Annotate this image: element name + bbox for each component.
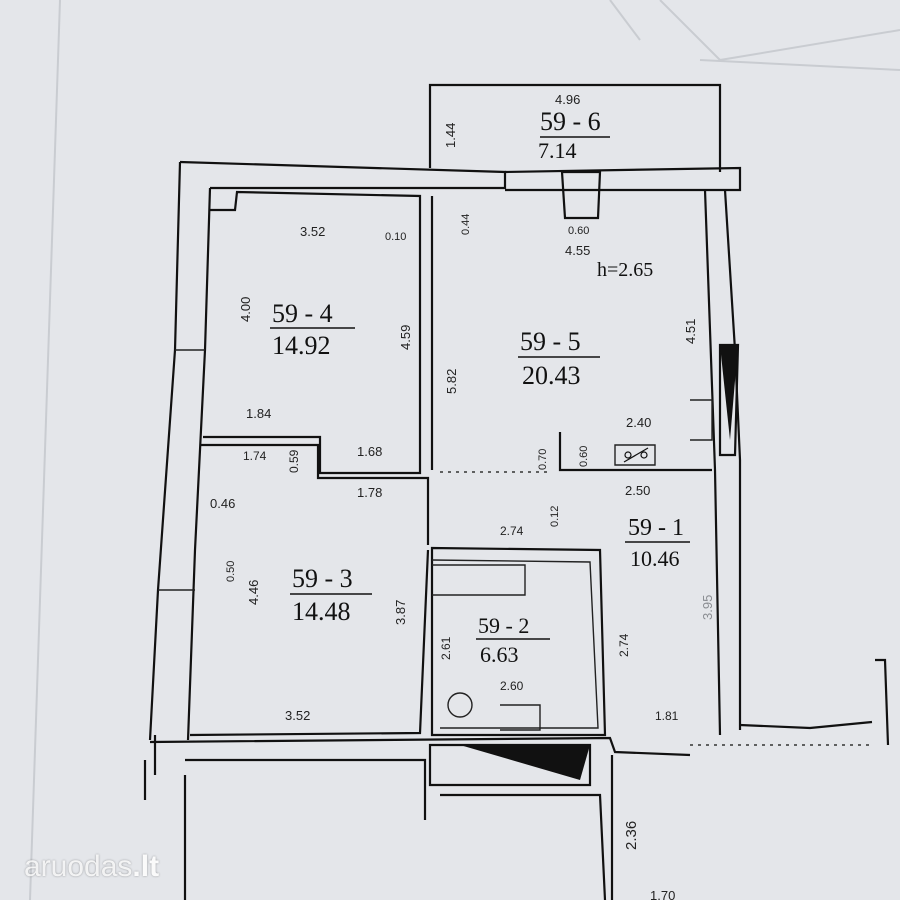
stair-fill — [460, 745, 590, 780]
dim-label: 1.84 — [246, 406, 271, 421]
dim-label: 3.52 — [285, 708, 310, 723]
watermark-name: aruodas — [24, 850, 133, 883]
dim-label: 1.78 — [357, 485, 382, 500]
walls — [143, 83, 890, 900]
dim-label: 2.74 — [500, 524, 524, 538]
dim-label: 2.36 — [623, 821, 640, 850]
watermark-tld: .lt — [132, 850, 160, 883]
room-area: 6.63 — [480, 642, 519, 667]
room-59-4: 59 - 4 14.92 — [270, 299, 355, 360]
dim-label: 3.95 — [700, 595, 715, 620]
dim-label: 2.74 — [617, 633, 631, 657]
dim-label: 1.70 — [650, 888, 675, 900]
dim-label: 4.55 — [565, 243, 590, 258]
dim-label: 4.00 — [238, 297, 253, 322]
room-59-6: 59 - 6 7.14 — [538, 107, 610, 163]
room-area: 14.92 — [272, 331, 331, 360]
dim-label: 1.68 — [357, 444, 382, 459]
switch-symbol — [623, 447, 649, 463]
dim-label: 4.51 — [683, 319, 698, 344]
dim-label: 0.60 — [568, 225, 589, 237]
room-area: 14.48 — [292, 597, 351, 626]
room-59-3: 59 - 3 14.48 — [290, 564, 372, 626]
watermark-logo: aruodas.lt — [24, 850, 159, 884]
dim-label: 2.40 — [626, 415, 651, 430]
dim-label: 4.59 — [398, 325, 413, 350]
dim-label: 4.96 — [555, 92, 580, 107]
room-id: 59 - 3 — [292, 564, 353, 593]
room-id: 59 - 5 — [520, 327, 581, 356]
room-id: 59 - 6 — [540, 107, 601, 136]
room-id: 59 - 4 — [272, 299, 333, 328]
wall-fill — [720, 345, 738, 440]
dim-label: 0.70 — [537, 449, 549, 470]
paper-folds — [29, 0, 900, 900]
dim-label: 3.52 — [300, 224, 325, 239]
room-area: 7.14 — [538, 138, 577, 163]
ceiling-height: h=2.65 — [597, 259, 653, 281]
dim-label: 0.10 — [385, 231, 406, 243]
dim-label: 0.12 — [549, 506, 561, 527]
room-id: 59 - 2 — [478, 613, 529, 638]
dim-label: 3.87 — [393, 600, 408, 625]
dim-label: 2.60 — [500, 679, 524, 693]
dim-label: 2.50 — [625, 483, 650, 498]
dim-label: 0.46 — [210, 496, 235, 511]
dimensions: 4.96 1.44 3.52 0.10 0.44 0.60 4.55 4.00 … — [210, 92, 715, 900]
dim-label: 0.44 — [460, 214, 472, 235]
dim-label: 0.59 — [287, 449, 301, 473]
dim-label: 1.74 — [243, 449, 267, 463]
dim-label: 5.82 — [444, 369, 459, 394]
room-id: 59 - 1 — [628, 515, 684, 541]
room-59-5: 59 - 5 20.43 — [518, 327, 600, 390]
dim-label: 0.50 — [225, 561, 237, 582]
room-59-1: 59 - 1 10.46 — [625, 515, 690, 571]
room-59-2: 59 - 2 6.63 — [476, 613, 550, 667]
dim-label: 0.60 — [578, 446, 590, 467]
dim-label: 4.46 — [246, 580, 261, 605]
room-area: 20.43 — [522, 361, 581, 390]
dim-label: 1.81 — [655, 709, 679, 723]
room-area: 10.46 — [630, 546, 680, 571]
dim-label: 2.61 — [439, 636, 453, 660]
dim-label: 1.44 — [443, 123, 458, 148]
